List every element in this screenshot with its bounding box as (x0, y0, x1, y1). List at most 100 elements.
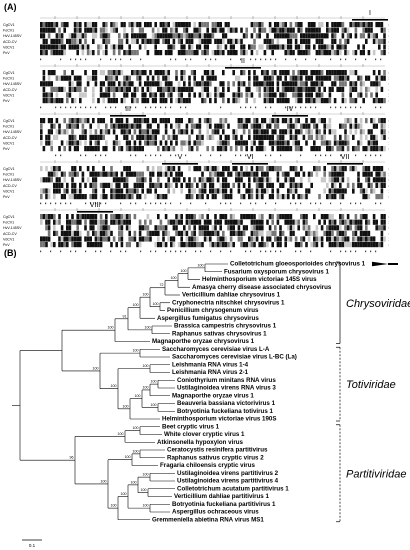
residue-cell (266, 182, 269, 188)
residue-cell (60, 129, 64, 135)
residue-cell (110, 86, 113, 92)
residue-cell (66, 214, 69, 220)
residue-cell (97, 98, 100, 104)
residue-cell (128, 242, 131, 248)
residue-cell (188, 50, 191, 56)
residue-cell (128, 171, 131, 177)
residue-cell (193, 140, 196, 146)
residue-cell (42, 44, 46, 50)
residue-cell (287, 129, 290, 135)
residue-cell (71, 81, 74, 87)
residue-cell (372, 236, 376, 242)
residue-cell (383, 38, 386, 44)
residue-cell (279, 236, 282, 242)
residue-cell (336, 86, 339, 92)
residue-cell (84, 27, 87, 33)
residue-cell (89, 194, 92, 200)
residue-cell (76, 171, 79, 177)
residue-cell (357, 146, 360, 152)
residue-cell (315, 75, 319, 81)
residue-cell (66, 182, 69, 188)
residue-cell (157, 33, 160, 39)
residue-cell (40, 44, 43, 50)
residue-cell (99, 182, 103, 188)
residue-cell (370, 242, 373, 248)
residue-cell (115, 182, 118, 188)
residue-cell (216, 123, 220, 129)
residue-cell (378, 38, 381, 44)
residue-cell (365, 214, 368, 220)
taxon-label: Raphanus sativas chrysovirus 1 (172, 330, 267, 337)
residue-cell (359, 33, 363, 39)
residue-cell (383, 75, 386, 81)
residue-cell (274, 236, 277, 242)
residue-cell (274, 140, 277, 146)
consensus-mark (220, 154, 222, 157)
residue-cell (102, 50, 105, 56)
residue-cell (115, 27, 118, 33)
residue-cell (214, 98, 217, 104)
residue-cell (315, 134, 319, 140)
residue-cell (151, 38, 155, 44)
residue-cell (378, 182, 381, 188)
residue-cell (71, 242, 74, 248)
residue-cell (237, 98, 241, 104)
residue-cell (284, 129, 287, 135)
residue-cell (305, 44, 308, 50)
residue-cell (294, 146, 298, 152)
consensus-mark (185, 58, 187, 61)
residue-cell (53, 194, 56, 200)
residue-cell (302, 33, 306, 39)
residue-cell (370, 236, 373, 242)
residue-cell (42, 146, 46, 152)
residue-cell (162, 27, 165, 33)
residue-cell (105, 44, 108, 50)
consensus-mark (275, 202, 277, 205)
consensus-mark (170, 154, 172, 157)
residue-cell (328, 70, 332, 76)
residue-cell (105, 236, 108, 242)
residue-cell (209, 33, 212, 39)
residue-cell (196, 194, 199, 200)
residue-cell (118, 177, 121, 183)
residue-cell (289, 166, 293, 172)
residue-cell (123, 81, 126, 87)
residue-cell (73, 236, 77, 242)
residue-cell (300, 92, 303, 98)
residue-cell (310, 134, 313, 140)
residue-cell (346, 177, 350, 183)
residue-cell (372, 70, 376, 76)
residue-cell (45, 44, 48, 50)
residue-cell (281, 86, 285, 92)
residue-cell (326, 214, 329, 220)
residue-cell (201, 225, 204, 231)
residue-cell (380, 230, 384, 236)
residue-cell (40, 81, 43, 87)
residue-cell (123, 166, 126, 172)
residue-cell (227, 86, 230, 92)
residue-cell (60, 236, 64, 242)
residue-cell (216, 188, 220, 194)
consensus-mark (235, 154, 237, 157)
residue-cell (141, 171, 144, 177)
residue-cell (250, 236, 254, 242)
residue-cell (84, 194, 87, 200)
residue-cell (94, 230, 98, 236)
residue-cell (284, 118, 287, 124)
residue-cell (300, 236, 303, 242)
residue-cell (333, 98, 337, 104)
residue-cell (336, 146, 339, 152)
residue-cell (73, 188, 77, 194)
residue-cell (125, 140, 129, 146)
residue-cell (193, 75, 196, 81)
residue-cell (318, 50, 321, 56)
residue-cell (146, 129, 150, 135)
residue-cell (50, 171, 53, 177)
residue-cell (276, 27, 280, 33)
residue-cell (146, 230, 150, 236)
residue-cell (55, 177, 59, 183)
residue-cell (206, 50, 209, 56)
residue-cell (172, 242, 176, 248)
residue-cell (227, 182, 230, 188)
residue-cell (144, 38, 147, 44)
